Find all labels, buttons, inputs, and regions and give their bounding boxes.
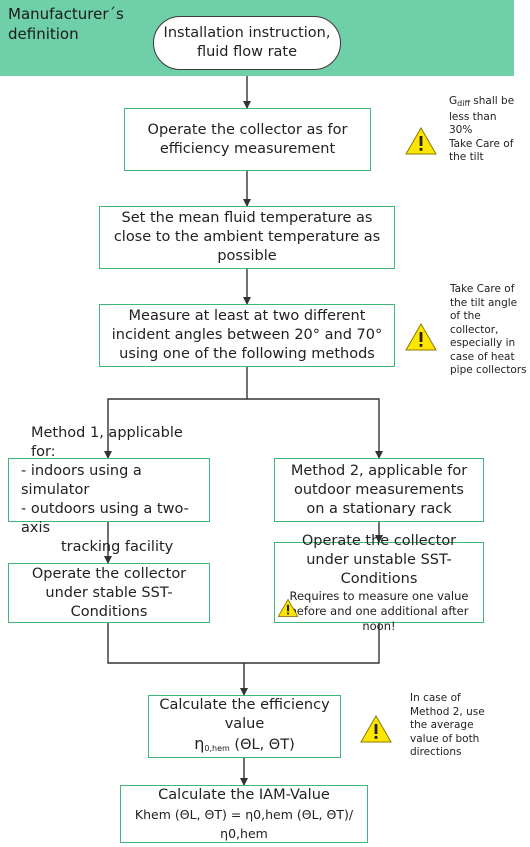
method1-line4: tracking facility — [61, 538, 174, 555]
step-set-fluid-temperature: Set the mean fluid temperature as close … — [99, 206, 395, 269]
unstable-note-line1: Requires to measure one value — [289, 588, 469, 603]
step-stable-sst: Operate the collector under stable SST-C… — [8, 563, 210, 623]
arrow-measure-to-method2 — [247, 398, 383, 459]
calceff-line1: Calculate the efficiency value — [159, 696, 330, 732]
note-tilt-short: Take Care of the tilt — [449, 137, 514, 164]
unstable-note-line2: before and one additional after — [289, 603, 469, 618]
start-line2: fluid flow rate — [196, 44, 298, 60]
start-line1: Installation instruction, — [163, 25, 331, 41]
calceff-args: (ΘL, ΘT) — [229, 736, 295, 753]
step-method-2: Method 2, applicable for outdoor measure… — [274, 458, 484, 522]
calciam-line1: Calculate the IAM-Value — [158, 786, 330, 803]
step-method-1: Method 1, applicable for: - indoors usin… — [8, 425, 210, 555]
method1-line2: - indoors using a simulator — [21, 462, 142, 498]
step-operate-collector: Operate the collector as for efficiency … — [124, 108, 371, 171]
step-measure-text: Measure at least at two different incide… — [111, 308, 383, 362]
unstable-note-line3: noon! — [362, 618, 396, 633]
note-gdiff-rest: shall be less than 30% — [449, 95, 515, 136]
warning-icon — [405, 322, 437, 351]
start-terminator: Installation instruction, fluid flow rat… — [153, 16, 341, 70]
eta-subscript: 0,hem — [204, 743, 230, 753]
note-g-sub: diff — [457, 99, 470, 108]
method2-text: Method 2, applicable for outdoor measure… — [290, 462, 468, 517]
note-tilt-angle: Take Care of the tilt angle of the colle… — [450, 283, 527, 376]
unstable-title: Operate the collector under unstable SST… — [301, 532, 457, 587]
note-g: G — [449, 95, 458, 107]
warning-icon — [360, 714, 392, 743]
banner-label: Manufacturer´s definition — [8, 5, 124, 43]
note-gdiff: Gdiff shall be less than 30% Take Care o… — [449, 95, 519, 165]
iam-formula: Khem (ΘL, ΘT) = η0,hem (ΘL, ΘT)/η0,hem — [134, 806, 354, 841]
step-measure-angles: Measure at least at two different incide… — [99, 304, 395, 367]
method1-line1: Method 1, applicable for: — [31, 424, 183, 460]
merge-left — [107, 623, 244, 664]
note-method2-average: In case of Method 2, use the average val… — [410, 692, 485, 758]
stable-text: Operate the collector under stable SST-C… — [31, 565, 187, 620]
warning-icon — [277, 598, 299, 617]
merge-right — [244, 623, 380, 664]
step-operate-text: Operate the collector as for efficiency … — [147, 121, 348, 157]
step-calculate-iam: Calculate the IAM-Value Khem (ΘL, ΘT) = … — [120, 785, 368, 843]
step-calculate-efficiency: Calculate the efficiency value η0,hem (Θ… — [148, 695, 341, 758]
arrow-measure-to-method1 — [104, 367, 248, 459]
step-unstable-sst: Operate the collector under unstable SST… — [274, 533, 484, 633]
warning-icon — [405, 126, 437, 155]
step-settemp-text: Set the mean fluid temperature as close … — [113, 210, 381, 264]
eta-symbol: η — [194, 733, 205, 753]
method1-line3: - outdoors using a two-axis — [21, 500, 189, 536]
